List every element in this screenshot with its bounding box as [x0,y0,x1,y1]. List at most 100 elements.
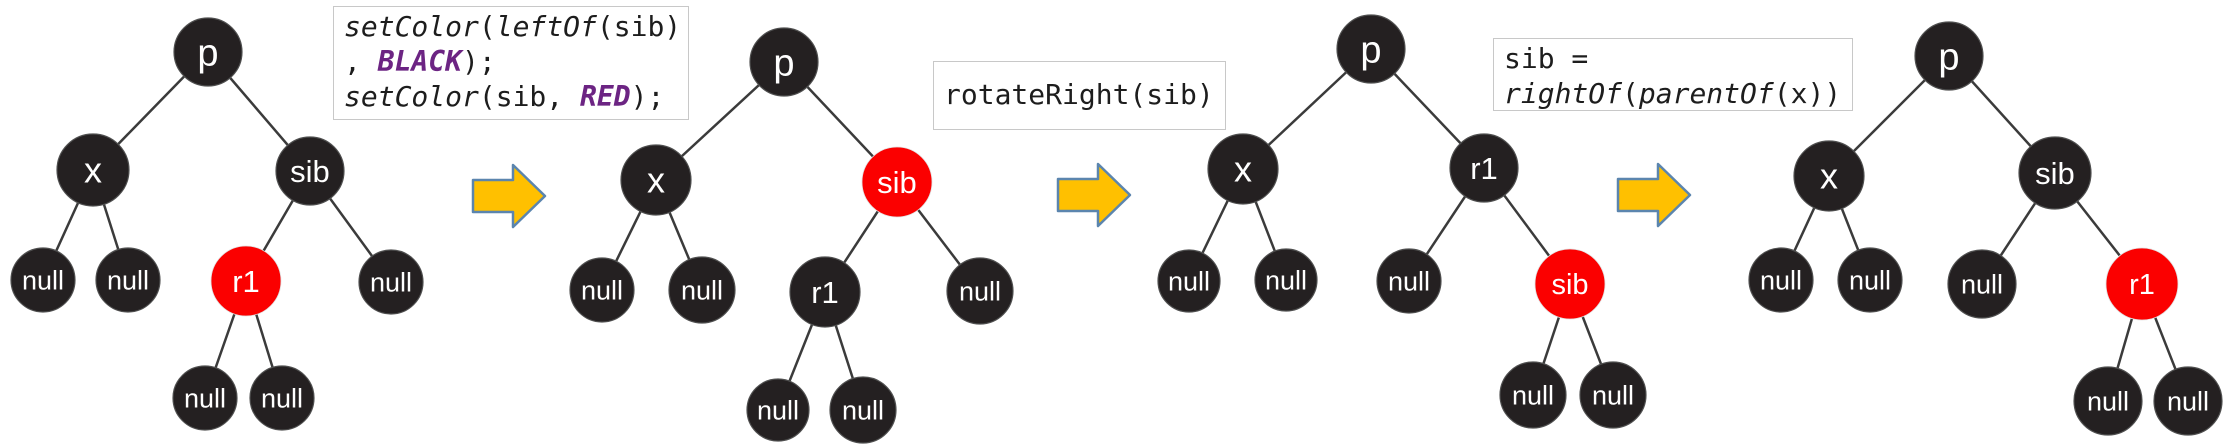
node-circle [749,27,819,97]
node-circle [861,146,933,218]
node-circle [789,256,861,328]
node-circle [95,247,161,313]
code-text: ); [462,45,496,78]
code-box-reassign: sib = rightOf(parentOf(x)) [1493,38,1853,111]
node-label: null [757,395,799,425]
code-keyword: RED [580,80,631,113]
node-circle [2153,366,2223,436]
node-circle [275,136,345,206]
node-label: null [22,265,64,295]
tree-node-xl-black: null [1157,249,1221,313]
node-circle [1254,248,1318,312]
node-circle [1837,247,1903,313]
tree-node-r1l-black: null [172,365,238,431]
node-label: null [107,265,149,295]
code-box-recolor: setColor(leftOf(sib) , BLACK); setColor(… [333,6,689,120]
node-circle [358,249,424,315]
code-line: rightOf(parentOf(x)) [1504,76,1842,111]
node-label: r1 [811,275,839,310]
tree-step-1: p x sib null null r1 null null null [10,17,424,431]
node-label: p [773,42,794,84]
node-label: null [2167,386,2209,416]
node-label: sib [877,165,917,200]
tree-node-r1-black: r1 [1449,133,1519,203]
node-label: sib [290,154,330,189]
node-circle [56,133,130,207]
tree-node-p-black: p [173,17,243,87]
node-label: null [184,383,226,413]
tree-node-r1r-black: null [829,376,897,444]
node-label: null [370,267,412,297]
node-label: null [1265,265,1307,295]
node-circle [1793,140,1865,212]
code-box-rotate: rotateRight(sib) [933,61,1226,130]
code-fn: leftOf [495,10,597,43]
tree-node-r1r-black: null [249,365,315,431]
node-label: x [1820,156,1838,197]
node-label: sib [2035,156,2075,191]
node-label: x [84,150,102,191]
code-text: ( [1622,77,1639,110]
node-circle [569,257,635,323]
tree-node-sr-black: null [1579,361,1647,429]
code-fn: parentOf [1638,77,1774,110]
node-circle [620,144,692,216]
tree-node-xr-black: null [1254,248,1318,312]
node-label: p [197,32,218,74]
code-keyword: BLACK [377,45,463,78]
node-circle [946,257,1014,325]
code-text: rotateRight(sib) [944,78,1214,111]
node-circle [249,365,315,431]
node-label: null [959,276,1001,306]
node-circle [1336,14,1406,84]
tree-node-x-black: x [620,144,692,216]
code-text: ( [478,10,496,43]
node-circle [829,376,897,444]
node-circle [1499,361,1567,429]
tree-node-xr-black: null [668,256,736,324]
node-circle [1449,133,1519,203]
node-circle [1579,361,1647,429]
node-label: null [1849,265,1891,295]
node-circle [1207,133,1279,205]
node-circle [1534,248,1606,320]
node-circle [2018,136,2092,210]
node-label: null [1961,269,2003,299]
node-label: p [1938,36,1959,78]
tree-node-p-black: p [1336,14,1406,84]
node-label: null [842,395,884,425]
code-fn: rightOf [1504,77,1623,110]
tree-node-sib-red: sib [861,146,933,218]
tree-node-xl-black: null [1748,247,1814,313]
tree-node-sib-black: sib [275,136,345,206]
node-label: null [1512,380,1554,410]
node-label: x [647,160,665,201]
code-text: ); [630,80,665,113]
code-text: , [344,45,378,78]
tree-node-r1l-black: null [746,378,810,442]
right-arrow-icon [1616,162,1692,228]
tree-node-sr-black: null [946,257,1014,325]
node-circle [1376,248,1442,314]
right-arrow-icon [471,163,547,229]
tree-node-r1-red: r1 [210,245,282,317]
node-circle [1157,249,1221,313]
node-circle [746,378,810,442]
node-label: x [1234,149,1252,190]
tree-node-sl-black: null [1947,249,2017,319]
tree-node-x-black: x [1207,133,1279,205]
tree-node-r1l-black: null [1376,248,1442,314]
node-circle [1947,249,2017,319]
tree-node-xl-black: null [10,247,76,313]
code-text: (sib) [596,10,682,43]
node-circle [172,365,238,431]
node-circle [2105,247,2179,321]
code-line: setColor(leftOf(sib) [344,9,682,44]
node-circle [173,17,243,87]
node-label: null [1592,380,1634,410]
node-label: null [681,275,723,305]
tree-node-xr-black: null [1837,247,1903,313]
code-fn: setColor [344,80,479,113]
